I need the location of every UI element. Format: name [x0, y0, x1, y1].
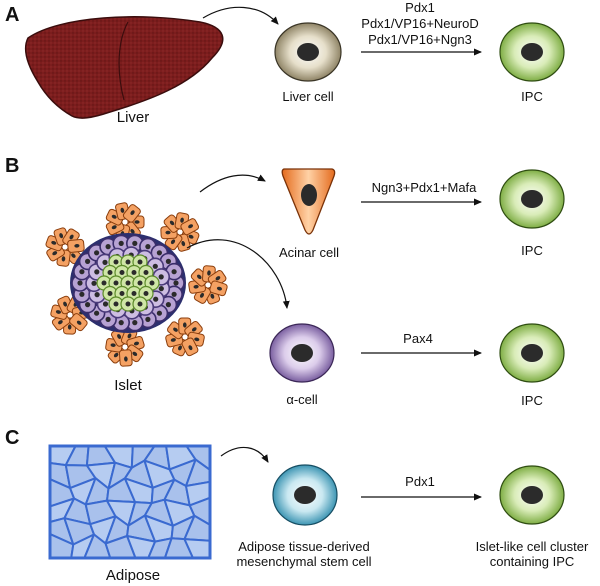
msc-factor-label: Pdx1: [405, 474, 435, 489]
liver-factor-line-3: Pdx1/VP16+Ngn3: [368, 32, 472, 47]
ipc-cluster-label-line-2: containing IPC: [490, 554, 575, 569]
acinar-rosette: [160, 212, 200, 252]
ipc-cell-icon-a: [499, 22, 565, 82]
acinar-rosette: [165, 317, 205, 357]
alpha-cell-label: α-cell: [286, 392, 317, 407]
ipc-cell-icon-b2: [499, 323, 565, 383]
ipc-label-a: IPC: [521, 89, 543, 104]
msc-cell-icon: [272, 464, 338, 526]
liver-label: Liver: [117, 109, 150, 126]
ipc-cluster-label-line-1: Islet-like cell cluster: [476, 539, 589, 554]
liver-factor-line-1: Pdx1: [405, 0, 435, 15]
acinar-rosette: [188, 265, 228, 305]
acinar-rosette: [105, 327, 145, 367]
alpha-cell-icon: [269, 323, 335, 383]
adipose-label: Adipose: [106, 567, 160, 584]
panel-a-letter: A: [5, 4, 19, 26]
panel-b-letter: B: [5, 155, 19, 177]
islet-label: Islet: [114, 377, 142, 394]
alpha-factor-label: Pax4: [403, 331, 433, 346]
ipc-cluster-icon: [499, 465, 565, 525]
panel-c-letter: C: [5, 427, 19, 449]
ipc-cell-icon-b1: [499, 169, 565, 229]
acinar-cell-icon: [281, 168, 336, 235]
liver-factor-line-2: Pdx1/VP16+NeuroD: [361, 16, 478, 31]
islet-to-acinar-arrow: [199, 174, 266, 193]
islet-to-alpha-arrow: [186, 239, 290, 309]
adipose-tissue-icon: [48, 444, 212, 560]
adipose-to-msc-arrow: [220, 446, 269, 463]
liver-organ-icon: [24, 16, 224, 119]
liver-cell-icon: [274, 22, 342, 82]
liver-cell-label: Liver cell: [282, 89, 333, 104]
ipc-label-b1: IPC: [521, 243, 543, 258]
msc-label-line-1: Adipose tissue-derived: [238, 539, 370, 554]
islet-illustration: [45, 202, 228, 367]
acinar-factor-label: Ngn3+Pdx1+Mafa: [372, 180, 478, 195]
ipc-label-b2: IPC: [521, 393, 543, 408]
acinar-cell-label: Acinar cell: [279, 245, 339, 260]
msc-label-line-2: mesenchymal stem cell: [236, 554, 371, 569]
liver-to-cell-arrow: [202, 6, 279, 25]
